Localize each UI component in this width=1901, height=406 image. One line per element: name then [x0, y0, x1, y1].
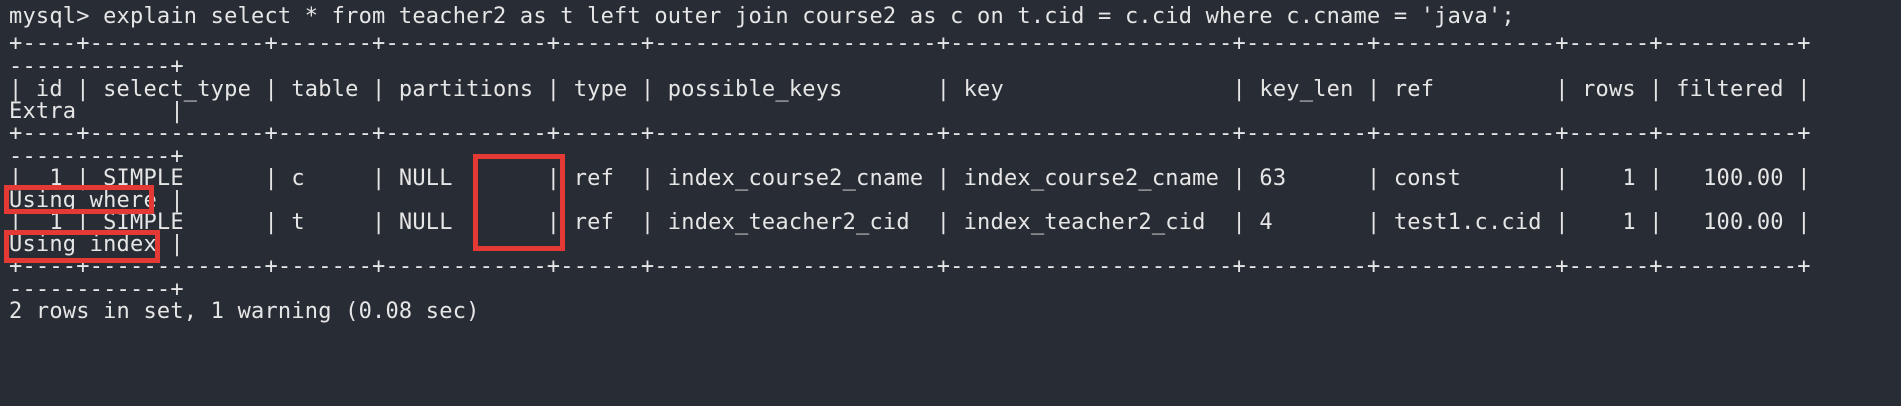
table-border-mid-wrap: ------------+	[9, 144, 184, 169]
table-border-bottom: +----+-------------+-------+------------…	[9, 254, 1811, 279]
table-row-2-extra: Using index |	[9, 232, 184, 257]
table-header-wrap: Extra |	[9, 99, 184, 124]
command-line: mysql> explain select * from teacher2 as…	[9, 4, 1515, 29]
table-row-1: | 1 | SIMPLE | c | NULL | ref | index_co…	[9, 166, 1811, 191]
table-header: | id | select_type | table | partitions …	[9, 77, 1811, 102]
table-border-top-wrap: ------------+	[9, 54, 184, 79]
table-border-mid: +----+-------------+-------+------------…	[9, 121, 1811, 146]
result-summary: 2 rows in set, 1 warning (0.08 sec)	[9, 299, 480, 324]
table-row-2: | 1 | SIMPLE | t | NULL | ref | index_te…	[9, 210, 1811, 235]
table-row-1-extra: Using where |	[9, 188, 184, 213]
table-border-top: +----+-------------+-------+------------…	[9, 31, 1811, 56]
table-border-bottom-wrap: ------------+	[9, 277, 184, 302]
